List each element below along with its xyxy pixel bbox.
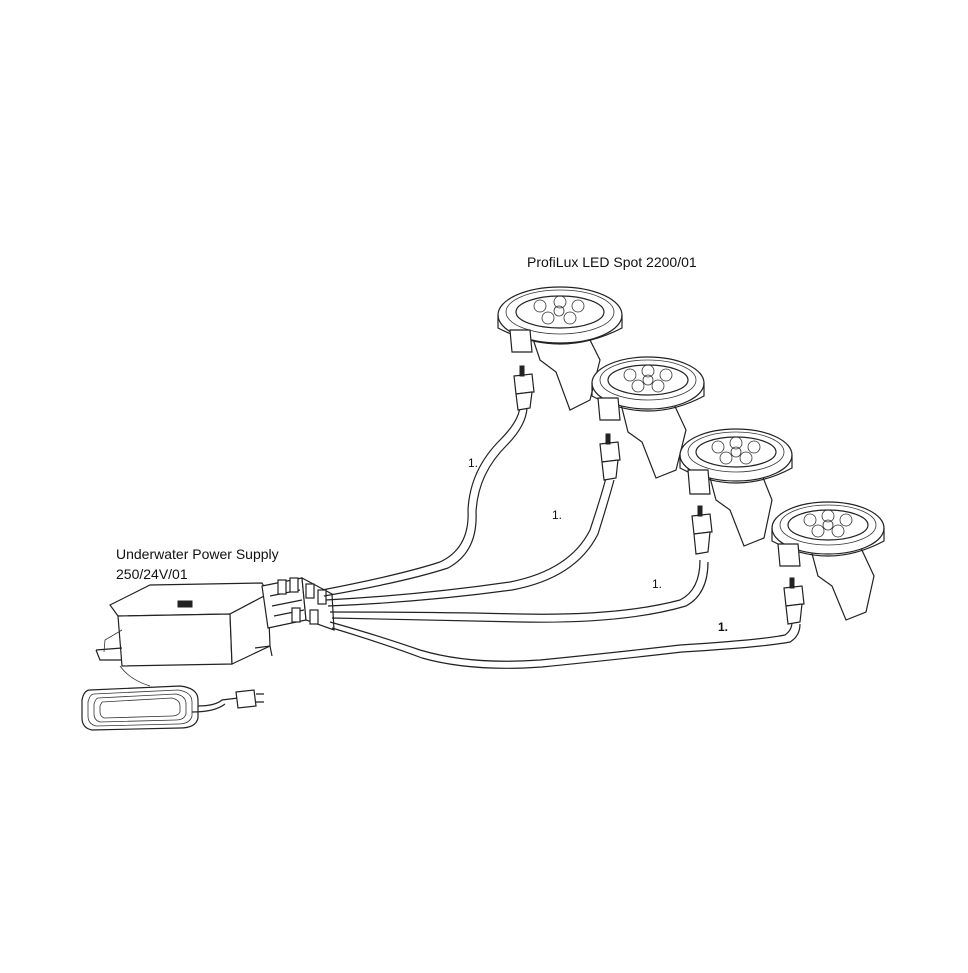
- cable-marker-1: 1.: [468, 456, 479, 470]
- cables: [321, 404, 801, 669]
- power-supply-title: Underwater Power Supply: [116, 546, 279, 562]
- led-spot-title: ProfiLux LED Spot 2200/01: [527, 254, 697, 270]
- cable-marker-4: 1.: [718, 620, 729, 634]
- connector-1: [513, 365, 535, 411]
- plug-connectors: [513, 365, 805, 625]
- led-spot-2: [591, 356, 705, 479]
- connector-2: [599, 433, 621, 481]
- led-spot-1: [497, 286, 623, 411]
- connector-4: [783, 577, 805, 625]
- cable-marker-2: 1.: [552, 508, 563, 522]
- cable-distributor: [261, 576, 335, 631]
- power-supply-unit: [95, 582, 273, 667]
- coiled-mains-cable: [81, 665, 264, 731]
- connector-3: [691, 505, 713, 555]
- led-spot-4: [771, 501, 885, 621]
- cable-marker-3: 1.: [652, 577, 663, 591]
- led-spot-3: [679, 428, 793, 547]
- power-supply-model: 250/24V/01: [116, 566, 188, 582]
